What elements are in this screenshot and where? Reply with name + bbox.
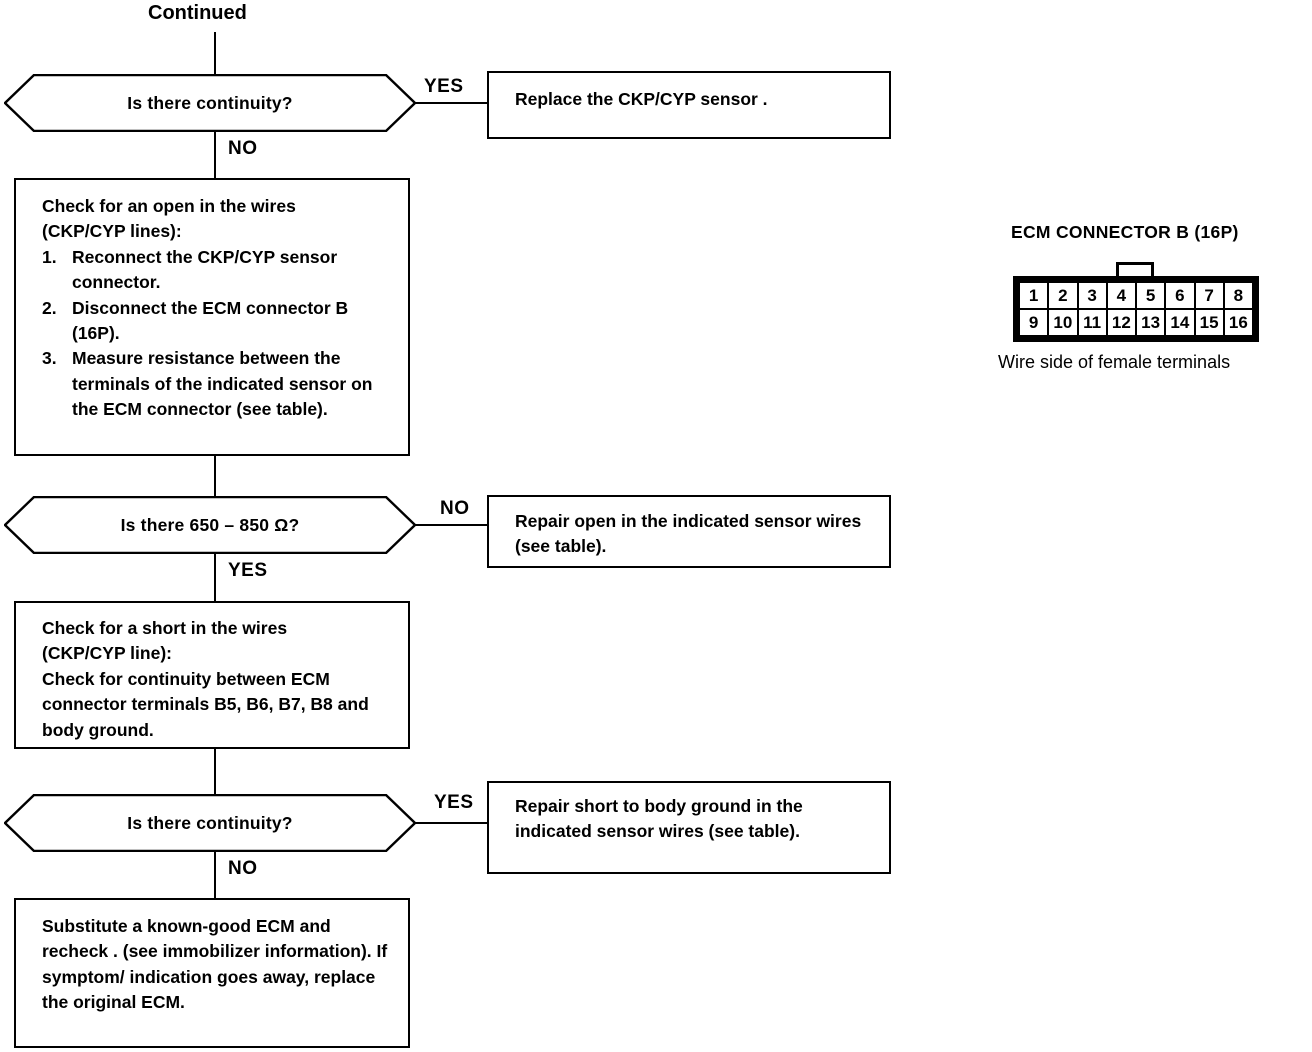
- connector-latch-tab: [1116, 262, 1154, 278]
- decision-is-there-continuity-2: Is there continuity?: [4, 794, 416, 852]
- terminal-cell: 10: [1049, 310, 1077, 335]
- branch-label-no-1: NO: [228, 138, 258, 159]
- process-1-step-number: 1.: [42, 246, 57, 267]
- terminal-cell: 14: [1166, 310, 1194, 335]
- result-1-text: Replace the CKP/CYP sensor .: [515, 89, 768, 109]
- terminal-cell: 9: [1020, 310, 1048, 335]
- branch-label-yes-3: YES: [434, 792, 474, 813]
- process-1-step-text: Reconnect the CKP/CYP sensor connector.: [72, 246, 338, 293]
- terminal-cell: 13: [1137, 310, 1165, 335]
- result-2-text: Repair open in the indicated sensor wire…: [515, 511, 862, 557]
- process-1-heading-2: (CKP/CYP lines):: [42, 221, 182, 242]
- terminal-cell: 11: [1078, 310, 1106, 335]
- process-1-step-number: 3.: [42, 348, 57, 369]
- result-box-repair-short: Repair short to body ground in the indic…: [487, 781, 891, 874]
- connector-line-process1-to-decision2: [214, 455, 216, 505]
- process-2-heading-2: (CKP/CYP line):: [42, 643, 172, 664]
- terminal-cell: 16: [1224, 310, 1252, 335]
- process-3-body: Substitute a known-good ECM and recheck …: [42, 916, 388, 1013]
- process-1-step: 3. Measure resistance between the termin…: [42, 346, 398, 422]
- ecm-connector-title: ECM CONNECTOR B (16P): [1011, 222, 1239, 242]
- result-3-text: Repair short to body ground in the indic…: [515, 796, 803, 842]
- process-1-step-number: 2.: [42, 297, 57, 318]
- connector-line-process2-to-decision3: [214, 748, 216, 796]
- process-1-step-list: 1. Reconnect the CKP/CYP sensor connecto…: [42, 245, 398, 423]
- terminal-cell: 3: [1078, 283, 1106, 308]
- process-1-heading-1: Check for an open in the wires: [42, 196, 296, 216]
- terminal-cell: 4: [1107, 283, 1135, 308]
- process-box-substitute-ecm: Substitute a known-good ECM and recheck …: [14, 898, 410, 1048]
- terminal-cell: 8: [1224, 283, 1252, 308]
- decision-1-text: Is there continuity?: [127, 92, 293, 113]
- branch-label-no-2: NO: [440, 498, 470, 519]
- process-box-check-open: Check for an open in the wires (CKP/CYP …: [14, 178, 410, 456]
- process-1-step: 2. Disconnect the ECM connector B (16P).: [42, 296, 398, 347]
- decision-3-text: Is there continuity?: [127, 812, 293, 833]
- decision-is-there-continuity-1: Is there continuity?: [4, 74, 416, 132]
- terminal-cell: 12: [1107, 310, 1135, 335]
- connector-line-entry: [214, 32, 216, 77]
- process-box-check-short: Check for a short in the wires (CKP/CYP …: [14, 601, 410, 749]
- branch-line-yes-1: [414, 102, 488, 104]
- connector-row-top: 1 2 3 4 5 6 7 8: [1020, 283, 1252, 308]
- process-1-step: 1. Reconnect the CKP/CYP sensor connecto…: [42, 245, 398, 296]
- result-box-repair-open: Repair open in the indicated sensor wire…: [487, 495, 891, 568]
- ecm-connector-caption: Wire side of female terminals: [998, 352, 1231, 372]
- connector-terminal-grid: 1 2 3 4 5 6 7 8 9 10 11 12 13 14 15 16: [1013, 276, 1259, 342]
- branch-line-yes-2: [214, 552, 216, 602]
- branch-line-no-2: [414, 524, 488, 526]
- branch-line-no-1: [214, 130, 216, 180]
- decision-is-there-resistance: Is there 650 – 850 Ω?: [4, 496, 416, 554]
- process-2-body: Check for continuity between ECM connect…: [42, 668, 369, 740]
- continued-label: Continued: [148, 2, 247, 24]
- terminal-cell: 15: [1195, 310, 1223, 335]
- result-box-replace-sensor: Replace the CKP/CYP sensor .: [487, 71, 891, 139]
- process-2-heading-1: Check for a short in the wires: [42, 618, 288, 638]
- process-1-step-text: Measure resistance between the terminals…: [72, 348, 373, 419]
- terminal-cell: 6: [1166, 283, 1194, 308]
- branch-line-no-3: [214, 850, 216, 898]
- connector-row-bottom: 9 10 11 12 13 14 15 16: [1020, 310, 1252, 335]
- ecm-connector-diagram: 1 2 3 4 5 6 7 8 9 10 11 12 13 14 15 16: [1013, 262, 1261, 342]
- branch-label-yes-2: YES: [228, 560, 268, 581]
- terminal-cell: 7: [1195, 283, 1223, 308]
- decision-2-text: Is there 650 – 850 Ω?: [120, 514, 300, 535]
- branch-line-yes-3: [414, 822, 488, 824]
- process-1-step-text: Disconnect the ECM connector B (16P).: [72, 297, 349, 343]
- branch-label-no-3: NO: [228, 858, 258, 879]
- terminal-cell: 1: [1020, 283, 1048, 308]
- terminal-cell: 5: [1137, 283, 1165, 308]
- branch-label-yes-1: YES: [424, 76, 464, 97]
- terminal-cell: 2: [1049, 283, 1077, 308]
